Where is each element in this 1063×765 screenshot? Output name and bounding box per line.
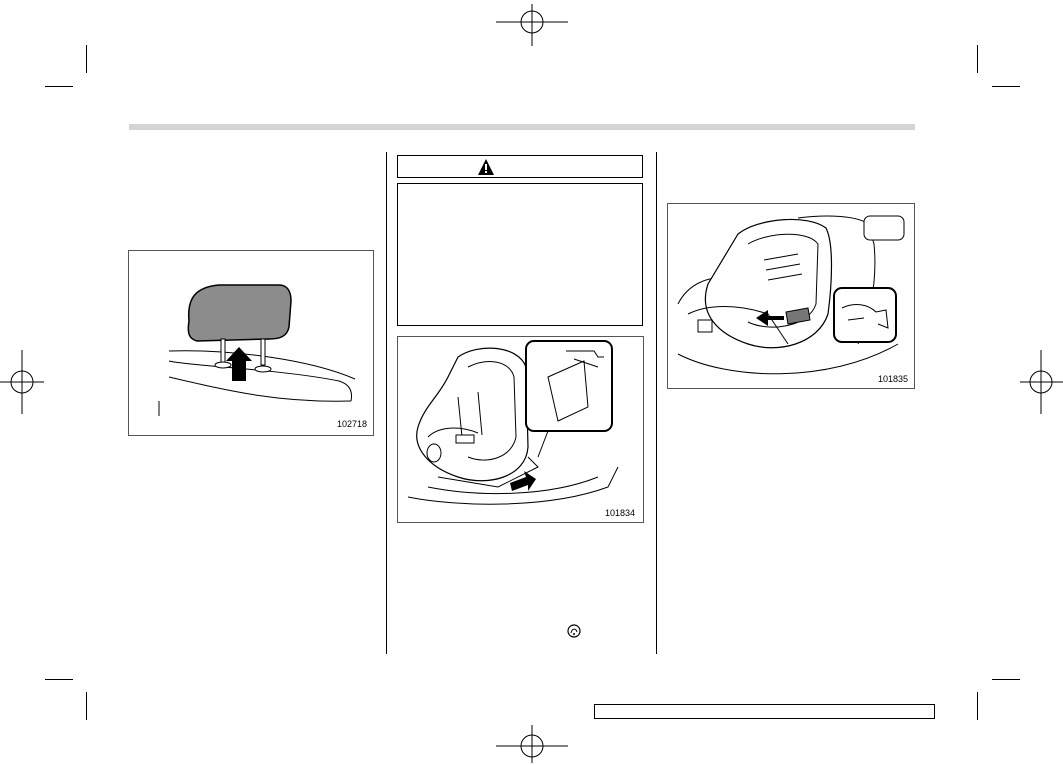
- crosshair-icon: [0, 350, 44, 414]
- figure-code: 101835: [878, 374, 909, 384]
- crosshair-icon: [496, 4, 568, 46]
- page-footer-box: [594, 704, 935, 719]
- figure-childseat-lower: 101834: [397, 336, 644, 523]
- crop-mark-top-right-v: [977, 45, 978, 73]
- header-band: [129, 124, 915, 130]
- figure-childseat-release: 101835: [667, 203, 915, 389]
- crop-mark-top-left-h: [45, 86, 73, 87]
- figure-code: 101834: [605, 508, 636, 518]
- crop-mark-bottom-left-v: [86, 692, 87, 720]
- crop-mark-top-left-v: [86, 45, 87, 73]
- figure-code: 102718: [337, 419, 368, 429]
- crosshair-icon: [496, 725, 568, 763]
- caution-circle-icon: [567, 624, 581, 638]
- crop-mark-bottom-right-v: [977, 692, 978, 720]
- crop-mark-bottom-right-h: [992, 679, 1020, 680]
- headrestraint-raise-arrow: [158, 284, 356, 416]
- childseat-anchor-latch: [407, 340, 619, 505]
- crop-mark-bottom-left-h: [45, 679, 73, 680]
- column-divider-left: [386, 152, 387, 654]
- childseat-release-arrow: [677, 215, 905, 375]
- figure-headrestraint: 102718: [128, 250, 374, 436]
- warning-body: [397, 183, 643, 326]
- warning-triangle-icon: [478, 159, 494, 175]
- crosshair-icon: [1020, 350, 1063, 414]
- warning-header: [397, 155, 643, 178]
- crop-mark-top-right-h: [992, 86, 1020, 87]
- column-divider-right: [656, 152, 657, 654]
